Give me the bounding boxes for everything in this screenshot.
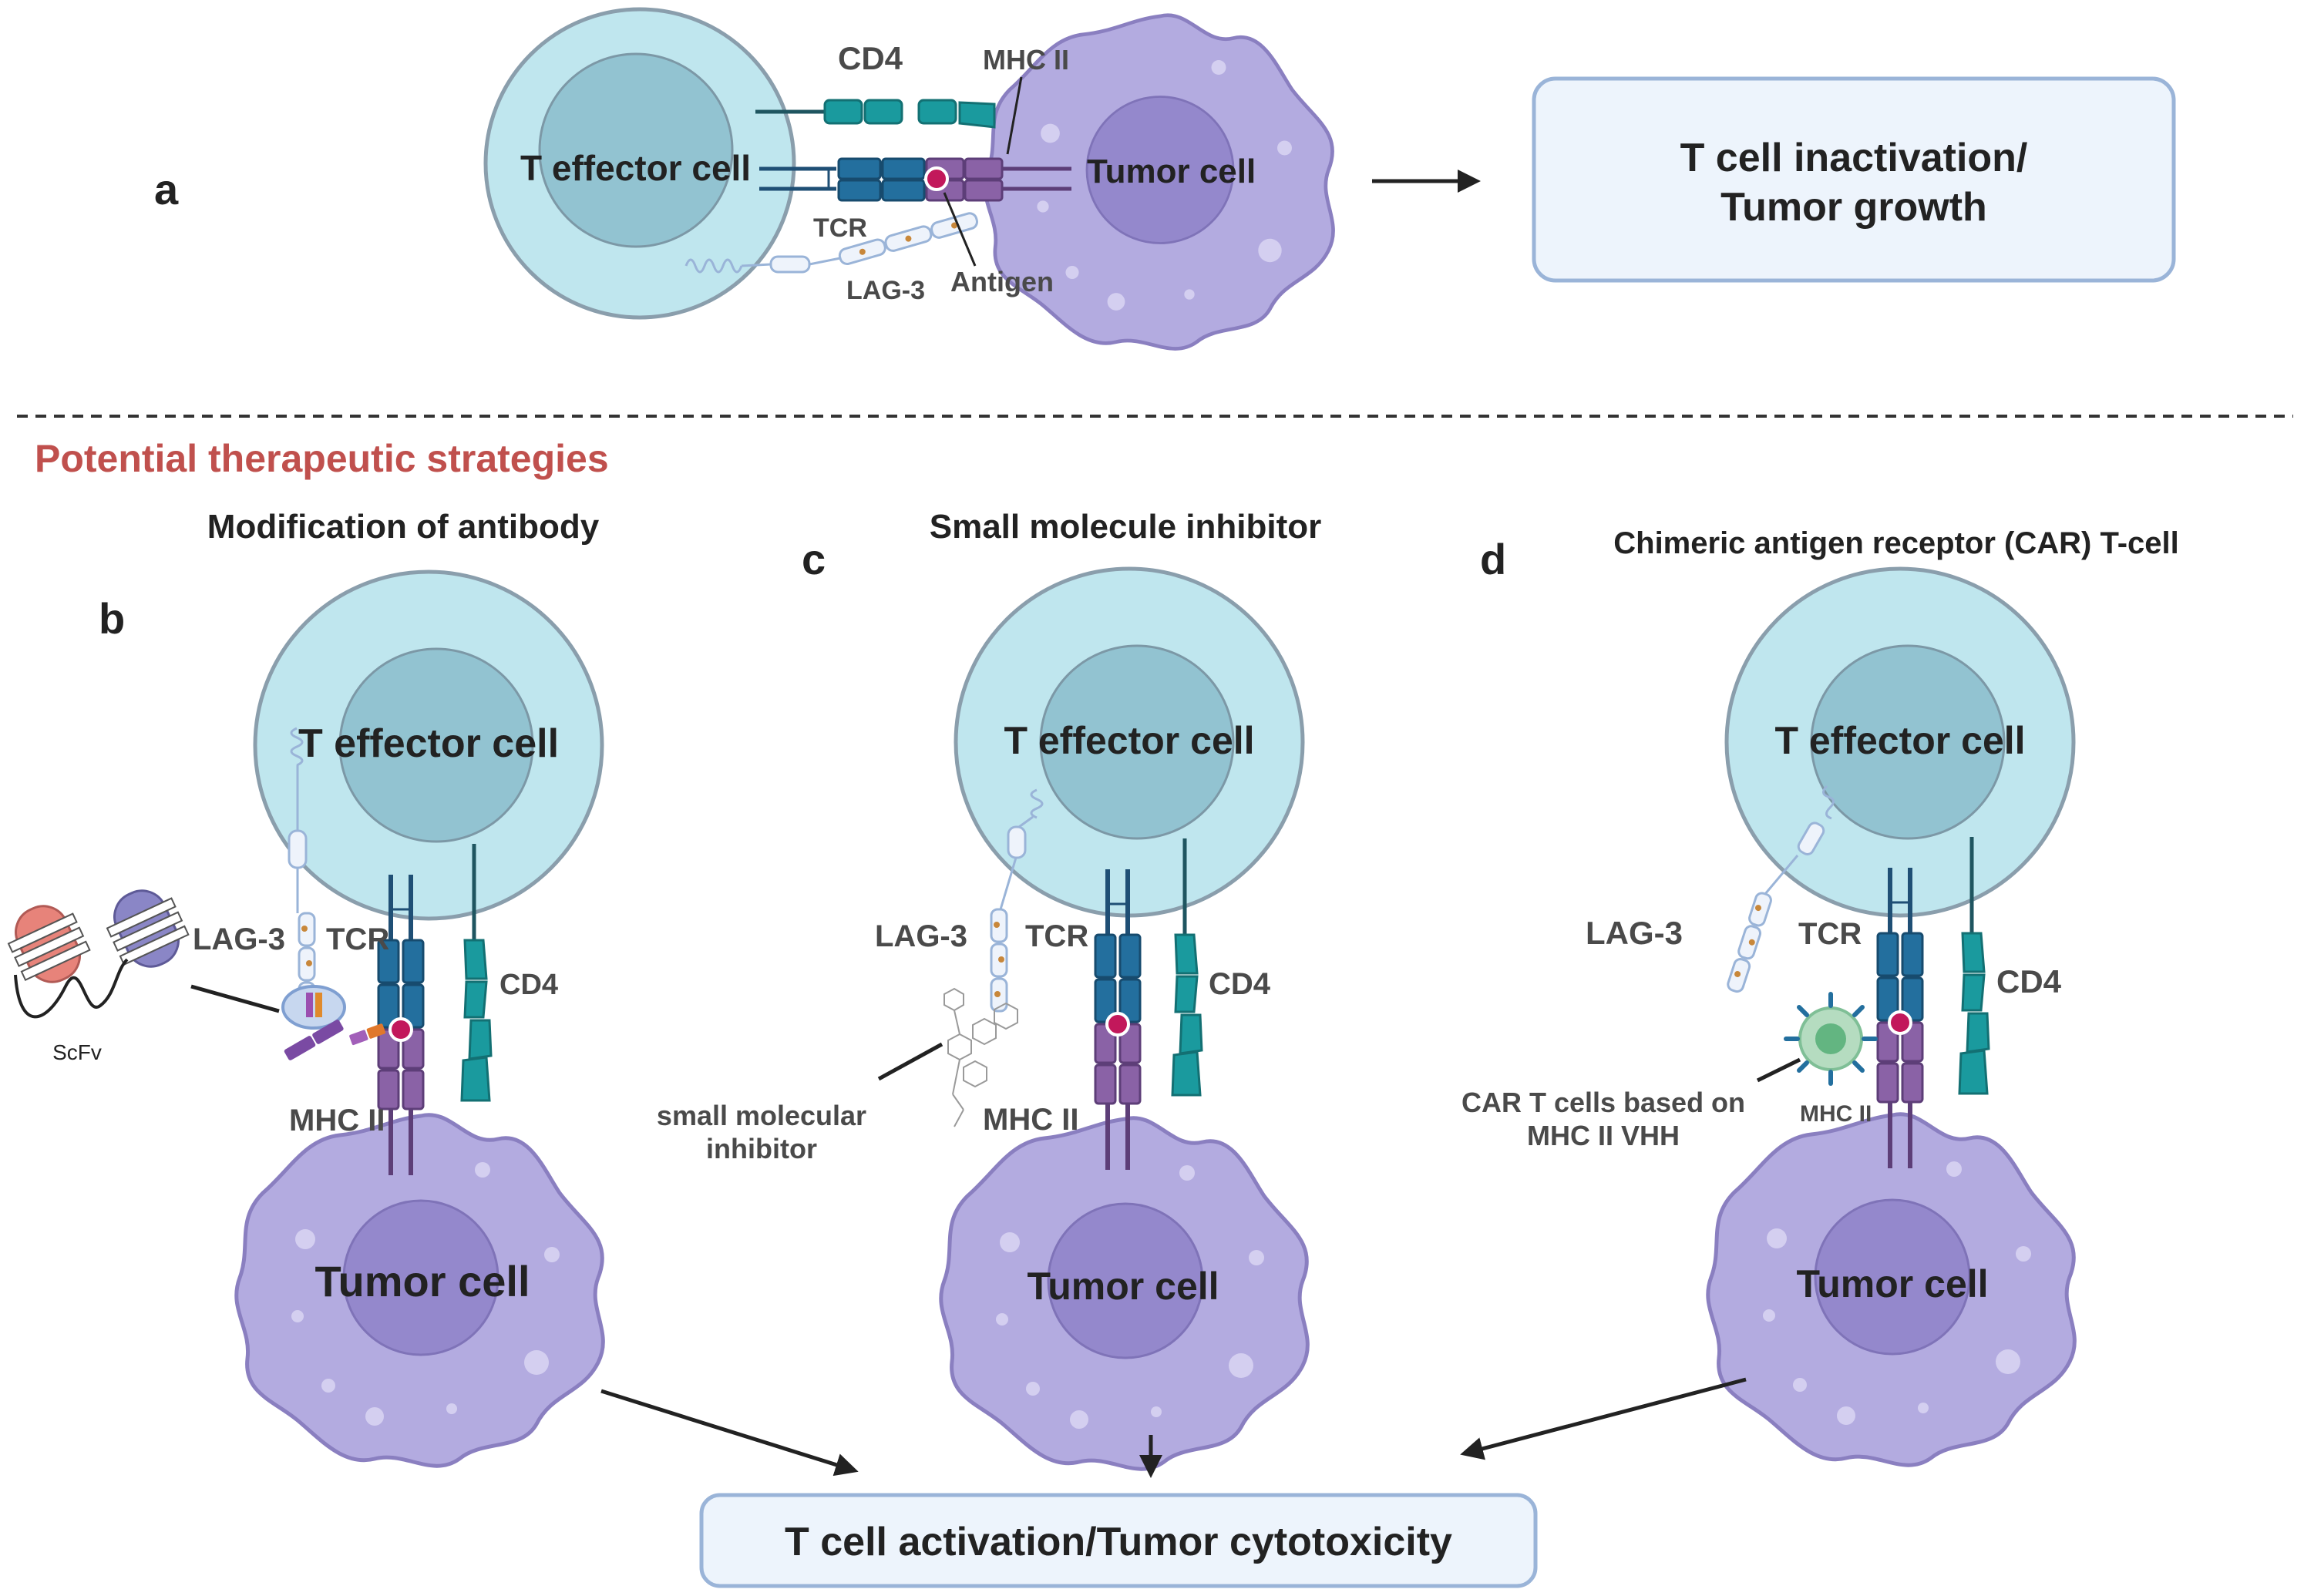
panel-b-title: Modification of antibody (207, 508, 600, 546)
panel-b-lag3-label: LAG-3 (193, 922, 285, 956)
panel-d-tumor-label: Tumor cell (1796, 1262, 1988, 1305)
panel-c-inhibitor-leader (877, 1042, 943, 1081)
panel-a-mhc-label: MHC II (983, 44, 1069, 76)
final-arrows (600, 1377, 1747, 1478)
panel-c-mhc-label: MHC II (983, 1103, 1078, 1137)
panel-c-inhibitor-line1: small molecular (657, 1100, 866, 1131)
panel-b-tumor-label: Tumor cell (314, 1257, 530, 1305)
panel-a-tcr-label: TCR (813, 213, 867, 243)
panel-a-letter: a (154, 165, 179, 213)
panel-a-t-cell (483, 7, 796, 320)
panel-c-cd4-label: CD4 (1209, 967, 1271, 1001)
panel-b-lag3 (288, 727, 316, 1016)
final-outcome-label: T cell activation/Tumor cytotoxicity (785, 1520, 1452, 1564)
panel-c-small-molecule (943, 987, 1018, 1127)
panel-d-lag3-label: LAG-3 (1586, 915, 1683, 951)
panel-d-title: Chimeric antigen receptor (CAR) T-cell (1613, 526, 2178, 560)
panel-a-outcome-line2: Tumor growth (1720, 185, 1987, 230)
panel-b-cd4-label: CD4 (499, 969, 558, 1001)
panel-c-letter: c (802, 535, 826, 583)
panel-b-scfv-label: ScFv (52, 1040, 102, 1064)
panel-a-t-cell-label: T effector cell (520, 148, 751, 188)
panel-c-tcr-label: TCR (1025, 919, 1088, 953)
panel-a-outcome-line1: T cell inactivation/ (1680, 136, 2028, 180)
panel-d-t-cell-label: T effector cell (1774, 719, 2025, 762)
panel-d-car-vhh-icon (1784, 992, 1878, 1086)
panel-a-mhc-leader (1006, 76, 1023, 155)
panel-b-letter: b (99, 594, 125, 643)
panel-a-lag3-label: LAG-3 (846, 276, 925, 305)
panel-d-car-line1: CAR T cells based on (1461, 1087, 1745, 1118)
panel-d-cd4-label: CD4 (1996, 963, 2062, 1000)
panel-b-scfv-icon (7, 889, 190, 1019)
panel-b: Modification of antibody b (7, 508, 603, 1466)
panel-c-lag3-label: LAG-3 (875, 919, 967, 953)
panel-a-cd4 (755, 99, 996, 129)
panel-a-antigen-leader (943, 192, 977, 267)
panel-a-outcome-box: T cell inactivation/ Tumor growth (1532, 76, 2176, 283)
panel-c-t-cell-label: T effector cell (1004, 719, 1254, 762)
panel-a-cd4-label: CD4 (838, 40, 903, 76)
panel-a: a (154, 7, 2176, 348)
panel-d-car-line2: MHC II VHH (1527, 1120, 1680, 1151)
panel-d-mhc-label: MHC II (1800, 1101, 1872, 1127)
panel-b-mhc-label: MHC II (289, 1104, 385, 1137)
panel-d-car-leader (1756, 1057, 1801, 1083)
panel-c-tumor-label: Tumor cell (1027, 1265, 1219, 1308)
panel-a-tumor-label: Tumor cell (1087, 153, 1256, 190)
panel-b-t-cell-label: T effector cell (298, 721, 559, 766)
panel-a-antigen-label: Antigen (950, 266, 1054, 297)
panel-c: Small molecule inhibitor c T effector ce (657, 508, 1321, 1469)
panel-c-inhibitor-line2: inhibitor (706, 1133, 817, 1164)
panel-a-tcr (759, 157, 926, 202)
panel-a-mhc (924, 157, 1071, 202)
panel-d-lag3 (1725, 785, 1835, 995)
panel-c-lag3 (990, 788, 1044, 1013)
panel-d-tcr-label: TCR (1798, 917, 1862, 951)
panel-a-antigen (924, 166, 949, 191)
final-outcome-box: T cell activation/Tumor cytotoxicity (699, 1493, 1538, 1588)
section-heading: Potential therapeutic strategies (35, 437, 609, 480)
panel-d: Chimeric antigen receptor (CAR) T-cell d (1461, 526, 2179, 1465)
panel-b-tcr-label: TCR (326, 922, 389, 956)
panel-c-title: Small molecule inhibitor (930, 508, 1322, 546)
panel-b-antibody (190, 984, 386, 1060)
panel-a-lag3 (684, 212, 978, 274)
panel-d-letter: d (1480, 535, 1506, 583)
